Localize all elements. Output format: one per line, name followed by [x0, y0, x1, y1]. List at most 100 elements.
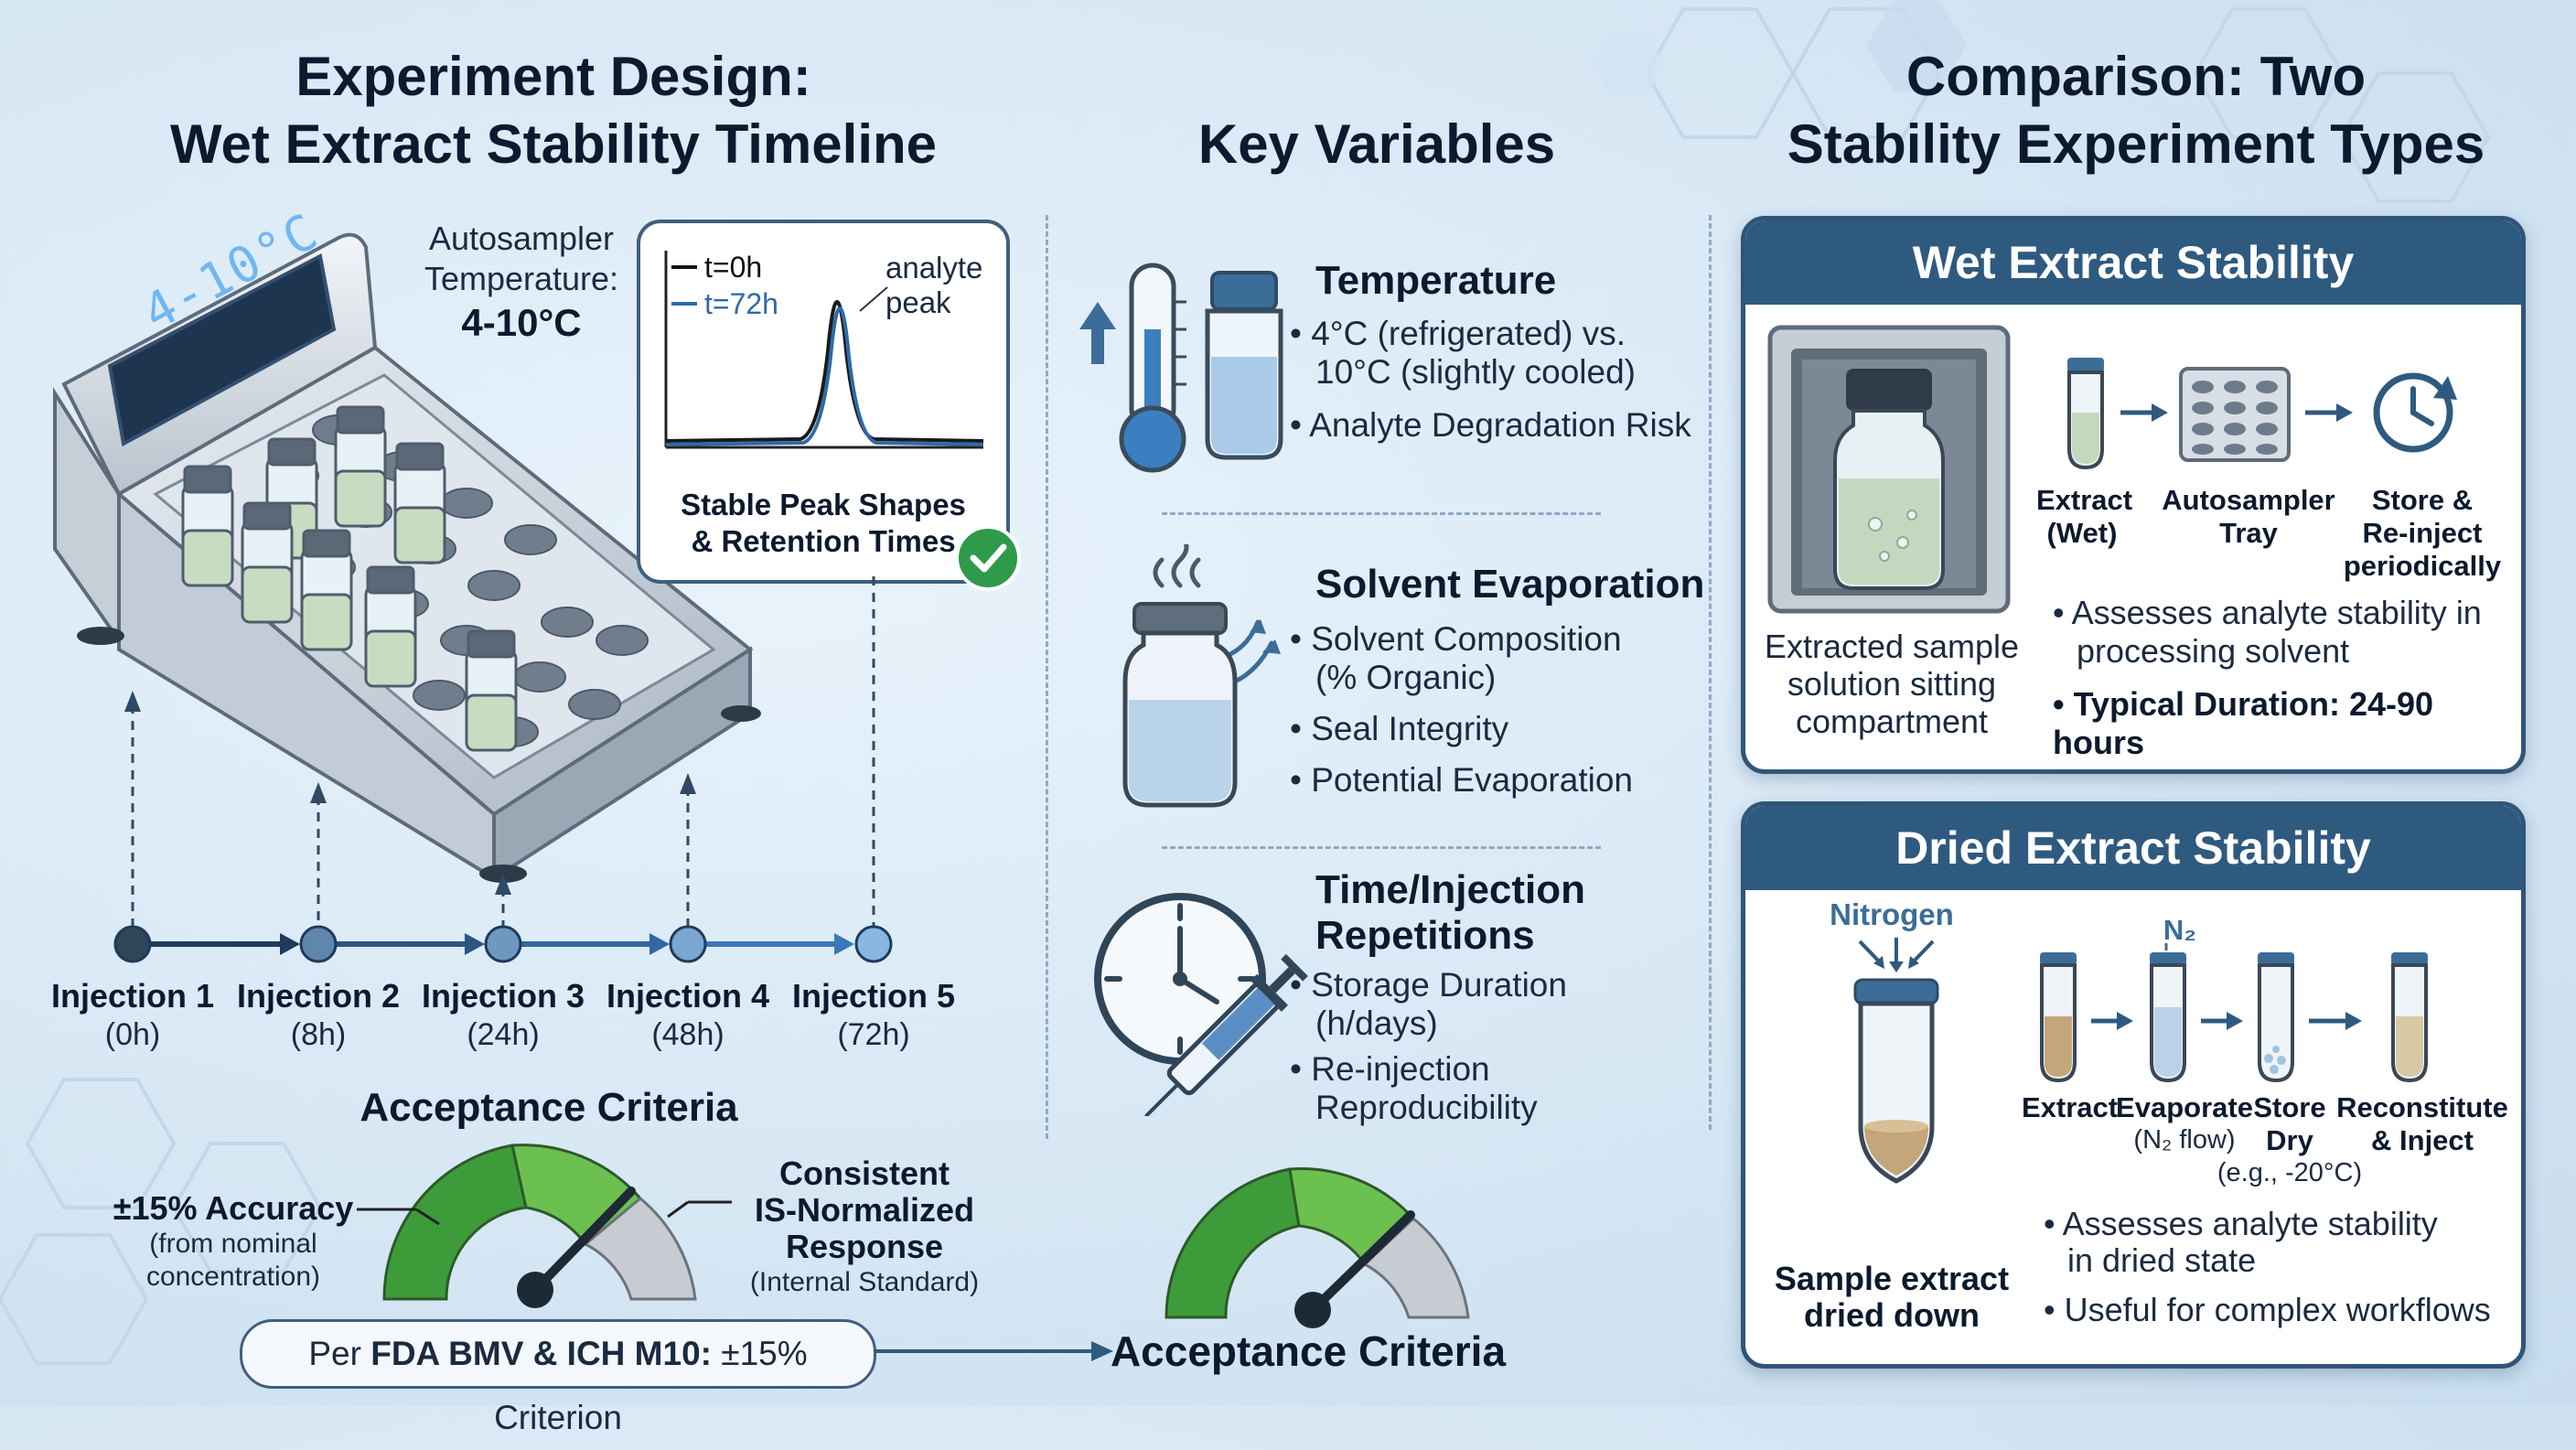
dried-tube-caption-2: dried down — [1804, 1296, 1980, 1334]
pill-to-criteria-arrow — [874, 1341, 1113, 1361]
var-time-bullet-1b: (h/days) — [1315, 1004, 1438, 1042]
var-time-bullet-1: • Storage Duration — [1290, 966, 1567, 1004]
wet-bullet-1b: processing solvent — [2077, 632, 2350, 670]
injection-5-time: (72h) — [837, 1017, 910, 1052]
wet-caption-3: compartment — [1795, 703, 1989, 740]
middle-acceptance-label: Acceptance Criteria — [1110, 1327, 1507, 1375]
chromatogram-caption-1: Stable Peak Shapes — [681, 488, 966, 521]
injection-timeline — [113, 576, 893, 963]
wet-bullet-2-text: Typical Duration: 24-90 hours — [2053, 685, 2434, 761]
var-time-bullet-2b: Reproducibility — [1315, 1089, 1538, 1126]
dried-extract-panel: Dried Extract Stability Nitrogen Sample … — [1741, 801, 2526, 1369]
wet-caption-2: solution sitting — [1787, 665, 1997, 703]
var-solvent-bullet-2-text: Seal Integrity — [1311, 710, 1509, 747]
injection-5-label: Injection 5 — [791, 977, 956, 1015]
autosampler-illustration — [53, 232, 761, 883]
wet-step-3-l1: Store & — [2371, 484, 2474, 516]
chromatogram-chart — [664, 251, 984, 449]
peak-trace-t72 — [665, 306, 984, 446]
dried-step-1-l1: Extract — [2022, 1091, 2119, 1123]
dried-bullet-1b: in dried state — [2067, 1241, 2257, 1279]
injection-node-5 — [854, 925, 893, 963]
var-temperature-bullet-1b: 10°C (slightly cooled) — [1315, 353, 1637, 391]
right-title-line2: Stability Experiment Types — [1787, 113, 2485, 175]
wet-step-3-l2: Re-inject — [2362, 517, 2483, 549]
storage-compartment-icon — [1767, 325, 2011, 614]
injection-4-time: (48h) — [651, 1017, 724, 1052]
consistent-label-2: IS-Normalized — [754, 1191, 975, 1229]
clock-syringe-icon — [1094, 893, 1308, 1116]
thermometer-vial-icon — [1079, 263, 1283, 473]
reg-bold: FDA BMV & ICH M10: — [370, 1335, 712, 1372]
var-solvent-bullet-1-text: Solvent Composition — [1311, 620, 1622, 658]
wet-step-2-l1: Autosampler — [2162, 484, 2335, 516]
peak-label-2: peak — [886, 285, 951, 319]
gauge-leader-lines — [357, 1200, 732, 1226]
middle-separator-1 — [1162, 512, 1601, 515]
chromatogram-caption-2: & Retention Times — [691, 524, 956, 558]
injection-node-2 — [299, 925, 338, 963]
regulatory-criterion-pill: Per FDA BMV & ICH M10: ±15% Criterion — [240, 1319, 876, 1436]
wet-bullet-1-text: Assesses analyte stability in — [2071, 594, 2482, 631]
injection-2-label: Injection 2 — [236, 977, 401, 1015]
dried-step-3-l3: (e.g., -20°C) — [2216, 1158, 2363, 1187]
var-time-title-2: Repetitions — [1315, 913, 1535, 958]
injection-1-time: (0h) — [104, 1017, 161, 1052]
acceptance-title: Acceptance Criteria — [360, 1085, 738, 1130]
injection-node-3 — [484, 925, 522, 963]
left-title-line1: Experiment Design: — [295, 46, 811, 107]
dried-bullet-1-text: Assesses analyte stability — [2062, 1205, 2438, 1242]
var-time-bullet-2: • Re-injection — [1290, 1050, 1490, 1088]
autosampler-label-1: Autosampler — [428, 220, 615, 257]
wet-step-3-l3: periodically — [2343, 550, 2502, 582]
injection-2-time: (8h) — [290, 1017, 347, 1052]
acceptance-gauge-left — [382, 1144, 697, 1308]
dried-step-3-l2: Dry — [2266, 1124, 2313, 1156]
middle-title: Key Variables — [1197, 113, 1556, 175]
var-solvent-bullet-2: • Seal Integrity — [1290, 710, 1509, 747]
wet-workflow-icons — [2067, 358, 2457, 470]
dried-step-3-l1: Store — [2253, 1091, 2326, 1123]
dried-step-4-l2: & Inject — [2371, 1124, 2474, 1156]
consistent-label-1: Consistent — [778, 1155, 950, 1192]
dried-tube-caption-1: Sample extract — [1774, 1260, 2010, 1297]
var-solvent-bullet-1b: (% Organic) — [1315, 659, 1497, 696]
wet-caption-1: Extracted sample — [1764, 628, 2020, 665]
var-temperature-bullet-1-text: 4°C (refrigerated) vs. — [1311, 315, 1626, 352]
dried-bullet-2: • Useful for complex workflows — [2044, 1291, 2491, 1328]
injection-node-4 — [669, 925, 707, 963]
var-temperature-bullet-2: • Analyte Degradation Risk — [1290, 406, 1691, 444]
acceptance-gauge-middle — [1165, 1167, 1470, 1328]
wet-extract-panel: Wet Extract Stability Extracted sample s… — [1741, 216, 2526, 774]
wet-step-2-l2: Tray — [2219, 517, 2278, 549]
dried-bullet-2-text: Useful for complex workflows — [2064, 1291, 2491, 1328]
evaporating-vial-icon — [1122, 544, 1281, 808]
injection-4-label: Injection 4 — [606, 977, 770, 1015]
var-temperature-bullet-2-text: Analyte Degradation Risk — [1309, 406, 1691, 444]
legend-t72: t=72h — [704, 287, 778, 320]
nitrogen-label: Nitrogen — [1830, 897, 1954, 931]
chromatogram-callout: t=0h t=72h analyte peak Stable Peak Shap… — [637, 220, 1010, 584]
n2-label: N₂ — [2163, 914, 2197, 946]
hexagon-background-pattern — [0, 0, 2491, 1365]
divider-right — [1709, 215, 1712, 1130]
accuracy-note-2: concentration) — [145, 1262, 321, 1292]
injection-node-1 — [113, 925, 152, 963]
dried-bullet-1: • Assesses analyte stability — [2044, 1205, 2438, 1242]
dried-tube-icon — [1853, 938, 1939, 1184]
middle-separator-2 — [1162, 846, 1601, 849]
check-icon — [955, 525, 1021, 591]
wet-bullet-2: • Typical Duration: 24-90 hours — [2053, 685, 2434, 761]
wet-step-1-l2: (Wet) — [2046, 517, 2118, 549]
accuracy-label: ±15% Accuracy — [113, 1189, 354, 1227]
consistent-label-3: Response — [785, 1228, 944, 1265]
var-temperature-title: Temperature — [1315, 258, 1557, 303]
right-title-line1: Comparison: Two — [1905, 46, 2367, 107]
peak-label-1: analyte — [886, 251, 983, 285]
injection-1-label: Injection 1 — [50, 977, 215, 1015]
wet-bullet-1: • Assesses analyte stability in — [2053, 594, 2482, 631]
divider-left — [1046, 215, 1048, 1139]
accuracy-note-1: (from nominal — [149, 1229, 317, 1259]
consistent-note: (Internal Standard) — [749, 1267, 980, 1297]
autosampler-label-2: Temperature: — [424, 260, 619, 297]
